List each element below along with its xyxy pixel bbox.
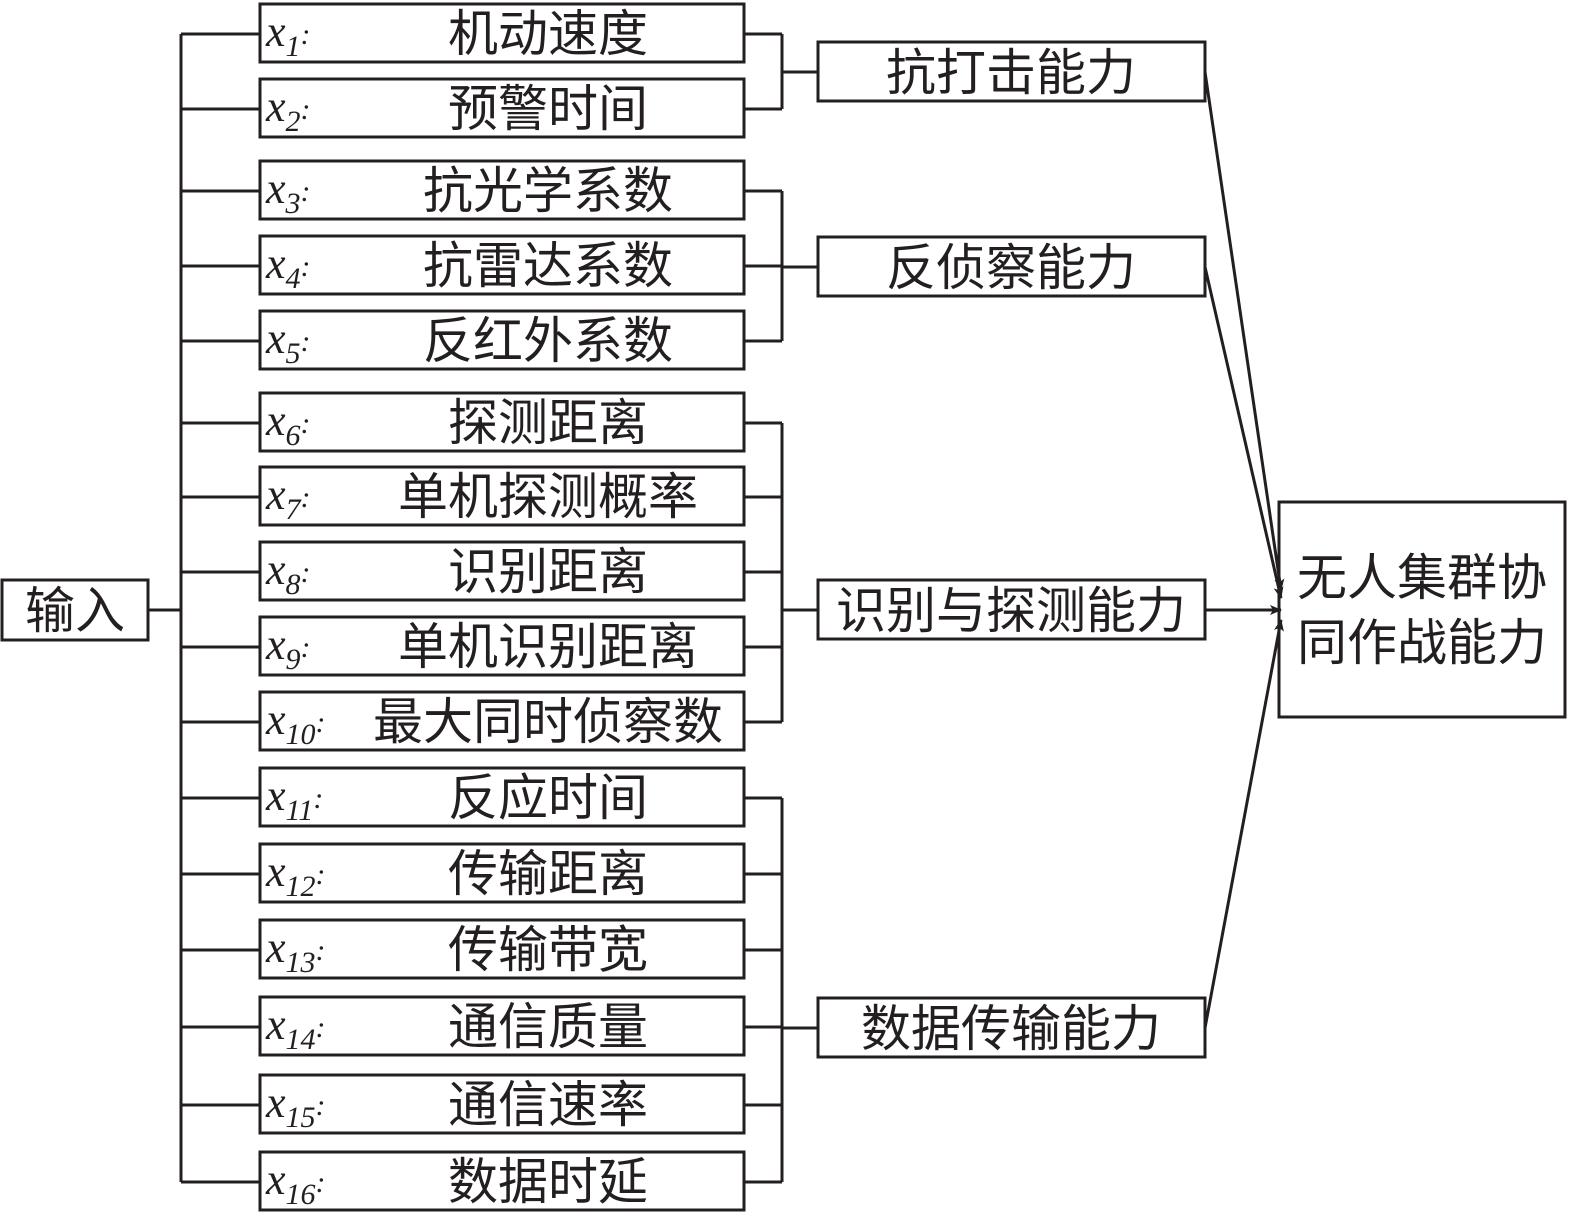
feature-label: 反应时间 [448, 769, 648, 827]
feature-variable: x5: [265, 314, 311, 370]
feature-variable: x1: [265, 7, 311, 63]
feature-node: x13: 传输带宽 [258, 918, 746, 980]
input-box [0, 578, 150, 642]
feature-label: 传输距离 [448, 845, 648, 903]
feature-variable: x10: [265, 695, 326, 751]
group-arrow [1203, 71, 1285, 591]
group-arrow [1203, 266, 1284, 599]
group-label: 数据传输能力 [861, 1000, 1161, 1058]
feature-label: 单机识别距离 [398, 618, 698, 676]
feature-variable: x3: [265, 164, 311, 220]
feature-variable: x6: [265, 396, 311, 452]
feature-node: x6: 探测距离 [258, 391, 746, 453]
group-box [816, 578, 1207, 641]
group-box [816, 235, 1207, 298]
feature-variable: x12: [265, 847, 326, 903]
feature-node: x2: 预警时间 [258, 77, 746, 139]
feature-node: x15: 通信速率 [258, 1073, 746, 1135]
feature-node: x9: 单机识别距离 [258, 615, 746, 677]
feature-label: 识别距离 [448, 543, 648, 601]
feature-node: x1: 机动速度 [258, 2, 746, 64]
feature-node: x11: 反应时间 [258, 766, 746, 828]
feature-node: x3: 抗光学系数 [258, 159, 746, 221]
feature-variable: x14: [265, 1000, 326, 1056]
feature-label: 机动速度 [448, 5, 648, 63]
feature-variable: x7: [265, 470, 311, 526]
feature-variable: x16: [265, 1155, 326, 1211]
output-box [1277, 500, 1567, 719]
feature-label: 最大同时侦察数 [373, 693, 723, 751]
feature-node: x8: 识别距离 [258, 540, 746, 602]
feature-box [258, 77, 746, 139]
feature-variable: x11: [265, 771, 323, 827]
feature-label: 数据时延 [448, 1153, 648, 1211]
feature-box [258, 2, 746, 64]
group-label: 识别与探测能力 [836, 582, 1186, 640]
feature-node: x4: 抗雷达系数 [258, 234, 746, 296]
feature-variable: x4: [265, 239, 311, 295]
feature-label: 探测距离 [448, 394, 648, 452]
feature-node: x14: 通信质量 [258, 995, 746, 1057]
group-arrow [1203, 619, 1284, 1029]
group-label: 抗打击能力 [886, 44, 1136, 102]
group-label: 反侦察能力 [886, 239, 1136, 297]
feature-node: x16: 数据时延 [258, 1150, 746, 1212]
feature-label: 抗光学系数 [423, 162, 673, 220]
feature-variable: x8: [265, 545, 311, 601]
feature-label: 反红外系数 [423, 312, 673, 370]
feature-variable: x9: [265, 620, 311, 676]
feature-node: x7: 单机探测概率 [258, 465, 746, 527]
feature-label: 预警时间 [448, 80, 648, 138]
feature-box [258, 540, 746, 602]
feature-box [258, 766, 746, 828]
group-box [816, 40, 1207, 103]
feature-label: 通信质量 [448, 998, 648, 1056]
output-label-line1: 无人集群协 [1297, 549, 1547, 607]
feature-node: x5: 反红外系数 [258, 309, 746, 371]
feature-node: x10: 最大同时侦察数 [258, 690, 746, 752]
feature-label: 通信速率 [448, 1076, 648, 1134]
feature-label: 抗雷达系数 [423, 237, 673, 295]
feature-box [258, 615, 746, 677]
input-label: 输入 [25, 582, 125, 640]
feature-label: 传输带宽 [448, 921, 648, 979]
feature-variable: x2: [265, 82, 311, 138]
feature-box [258, 995, 746, 1057]
feature-box [258, 842, 746, 904]
feature-node: x12: 传输距离 [258, 842, 746, 904]
feature-box [258, 1150, 746, 1212]
feature-variable: x15: [265, 1078, 326, 1134]
feature-box [258, 918, 746, 980]
feature-box [258, 391, 746, 453]
feature-variable: x13: [265, 923, 326, 979]
feature-label: 单机探测概率 [398, 468, 698, 526]
output-label-line2: 同作战能力 [1297, 614, 1547, 672]
group-box [816, 996, 1207, 1059]
